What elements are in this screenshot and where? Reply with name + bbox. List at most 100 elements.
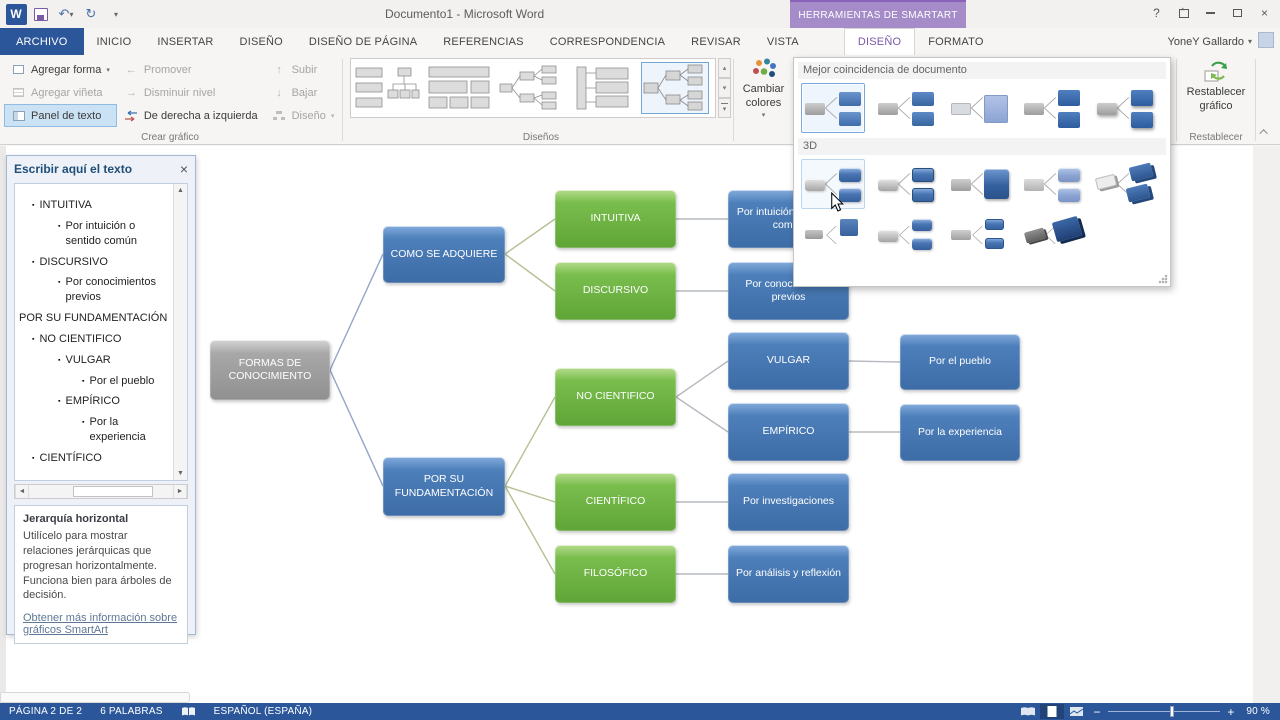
restore-button[interactable] — [1224, 2, 1251, 24]
text-pane-item[interactable]: ▪EMPÍRICO — [19, 394, 169, 409]
style-thumb-t1-hovered[interactable] — [801, 159, 865, 209]
gallery-scroll-down-button[interactable]: ▾ — [718, 78, 731, 98]
promover-button[interactable]: ←Promover — [117, 58, 265, 81]
scroll-left-icon[interactable]: ◄ — [15, 485, 29, 498]
bajar-button[interactable]: ↓Bajar — [265, 81, 342, 104]
diseno-button[interactable]: Diseño▾ — [265, 104, 342, 127]
text-pane-item[interactable]: ▪INTUITIVA — [19, 198, 169, 213]
style-thumb-doc3[interactable] — [947, 83, 1011, 133]
tab-revisar[interactable]: REVISAR — [691, 35, 741, 48]
language-indicator[interactable]: ESPAÑOL (ESPAÑA) — [213, 706, 313, 717]
tab-diseno-de-pagina[interactable]: DISEÑO DE PÁGINA — [308, 35, 418, 48]
diagram-node-por-el-pueblo[interactable]: Por el pueblo — [900, 334, 1020, 390]
diagram-node-formas[interactable]: FORMAS DE CONOCIMIENTO — [210, 340, 330, 400]
diagram-node-por-la-experiencia[interactable]: Por la experiencia — [900, 404, 1020, 461]
style-thumb-b3[interactable] — [947, 214, 1011, 256]
style-thumb-t3[interactable] — [947, 159, 1011, 209]
style-thumb-b2[interactable] — [874, 214, 938, 256]
page-indicator[interactable]: PÁGINA 2 DE 2 — [9, 706, 83, 717]
proofing-status[interactable] — [172, 703, 205, 720]
print-layout-button[interactable] — [1040, 704, 1064, 719]
style-thumb-doc2[interactable] — [874, 83, 938, 133]
style-thumb-t5[interactable] — [1093, 159, 1157, 209]
text-pane-item[interactable]: ▪DISCURSIVO — [19, 255, 169, 270]
tab-referencias[interactable]: REFERENCIAS — [443, 35, 524, 48]
style-thumb-doc4[interactable] — [1020, 83, 1084, 133]
help-button[interactable]: ? — [1153, 6, 1160, 20]
layout-thumb-2[interactable] — [425, 62, 493, 114]
document-hscrollbar[interactable] — [0, 692, 190, 703]
undo-button[interactable]: ↶▾ — [55, 3, 77, 25]
diagram-node-no-cientifico[interactable]: NO CIENTIFICO — [555, 368, 676, 426]
tab-vista[interactable]: VISTA — [766, 35, 799, 48]
text-pane-item[interactable]: ▪Por la experiencia — [19, 415, 169, 445]
smartart-help-link[interactable]: Obtener más información sobre gráficos S… — [23, 612, 178, 637]
style-thumb-b1[interactable] — [801, 214, 865, 256]
text-pane-item[interactable]: ▪Por intuición o sentido común — [19, 219, 169, 249]
layout-thumb-3[interactable] — [497, 62, 565, 114]
close-button[interactable]: × — [1260, 6, 1268, 20]
style-thumb-doc1-selected[interactable] — [801, 83, 865, 133]
tab-archivo[interactable]: ARCHIVO — [0, 28, 84, 55]
diagram-node-como-se-adquiere[interactable]: COMO SE ADQUIERE — [383, 226, 505, 283]
gallery-more-button[interactable]: ▾ — [718, 98, 731, 118]
change-colors-button[interactable]: Cambiar colores ▾ — [735, 58, 792, 136]
ribbon-options-button[interactable] — [1170, 2, 1197, 24]
zoom-percentage[interactable]: 90 % — [1246, 706, 1270, 717]
text-pane-item[interactable]: ▪Por conocimientos previos — [19, 275, 169, 305]
avatar[interactable] — [1258, 32, 1274, 48]
text-pane-horizontal-scrollbar[interactable]: ◄ ► — [14, 484, 188, 499]
de-derecha-a-izquierda-button[interactable]: De derecha a izquierda — [117, 104, 265, 127]
diagram-node-vulgar[interactable]: VULGAR — [728, 332, 849, 390]
text-pane-vertical-scrollbar[interactable]: ▲ ▼ — [173, 184, 187, 480]
tab-formato-contextual[interactable]: FORMATO — [928, 35, 984, 48]
text-pane-item[interactable]: ▪CIENTÍFICO — [19, 451, 169, 466]
reset-graphic-button[interactable]: Restablecer gráfico — [1180, 58, 1252, 136]
subir-button[interactable]: ↑Subir — [265, 58, 342, 81]
zoom-out-button[interactable]: − — [1093, 704, 1101, 719]
minimize-button[interactable] — [1197, 2, 1224, 24]
save-button[interactable] — [30, 3, 52, 25]
diagram-node-filosofico[interactable]: FILOSÓFICO — [555, 545, 676, 603]
close-icon[interactable]: × — [179, 161, 188, 177]
diagram-node-empirico[interactable]: EMPÍRICO — [728, 403, 849, 461]
style-thumb-doc5[interactable] — [1093, 83, 1157, 133]
zoom-in-button[interactable]: + — [1227, 704, 1235, 719]
tab-correspondencia[interactable]: CORRESPONDENCIA — [549, 35, 666, 48]
panel-de-texto-button[interactable]: Panel de texto — [4, 104, 117, 127]
style-thumb-t2[interactable] — [874, 159, 938, 209]
word-app-button[interactable]: W — [5, 3, 27, 25]
scrollbar-thumb[interactable] — [73, 486, 153, 497]
agregar-forma-button[interactable]: Agregar forma▾ — [4, 58, 117, 81]
scroll-down-icon[interactable]: ▼ — [177, 470, 184, 477]
scroll-right-icon[interactable]: ► — [173, 485, 187, 498]
collapse-ribbon-button[interactable] — [1258, 125, 1272, 139]
agregar-vineta-button[interactable]: Agregar viñeta — [4, 81, 117, 104]
scroll-up-icon[interactable]: ▲ — [177, 187, 184, 194]
redo-button[interactable]: ↻ — [80, 3, 102, 25]
layout-thumb-4[interactable] — [569, 62, 637, 114]
layout-thumb-5-selected[interactable] — [641, 62, 709, 114]
customize-qat-button[interactable]: ▾ — [105, 3, 127, 25]
zoom-slider[interactable] — [1108, 706, 1220, 717]
style-thumb-t4[interactable] — [1020, 159, 1084, 209]
tab-diseno-contextual[interactable]: DISEÑO — [843, 28, 916, 55]
word-count[interactable]: 6 PALABRAS — [100, 706, 163, 717]
diagram-node-por-investigaciones[interactable]: Por investigaciones — [728, 473, 849, 531]
text-pane-item[interactable]: ▪Por el pueblo — [19, 374, 169, 389]
text-pane-item[interactable]: ▪VULGAR — [19, 353, 169, 368]
style-thumb-b4[interactable] — [1020, 214, 1084, 256]
disminuir-nivel-button[interactable]: →Disminuir nivel — [117, 81, 265, 104]
diagram-node-intuitiva[interactable]: INTUITIVA — [555, 190, 676, 248]
web-layout-button[interactable] — [1064, 704, 1088, 719]
diagram-node-cientifico[interactable]: CIENTÍFICO — [555, 473, 676, 531]
gallery-scroll-up-button[interactable]: ▴ — [718, 58, 731, 78]
diagram-node-por-su-fundamentacion[interactable]: POR SU FUNDAMENTACIÓN — [383, 457, 505, 516]
diagram-node-por-analisis[interactable]: Por análisis y reflexión — [728, 545, 849, 603]
account-menu[interactable]: YoneY Gallardo▾ — [1168, 28, 1252, 55]
layout-thumb-1[interactable] — [353, 62, 421, 114]
text-pane-item[interactable]: ▪NO CIENTIFICO — [19, 332, 169, 347]
tab-inicio[interactable]: INICIO — [96, 35, 132, 48]
tab-insertar[interactable]: INSERTAR — [157, 35, 214, 48]
resize-grip-icon[interactable] — [1158, 274, 1168, 284]
